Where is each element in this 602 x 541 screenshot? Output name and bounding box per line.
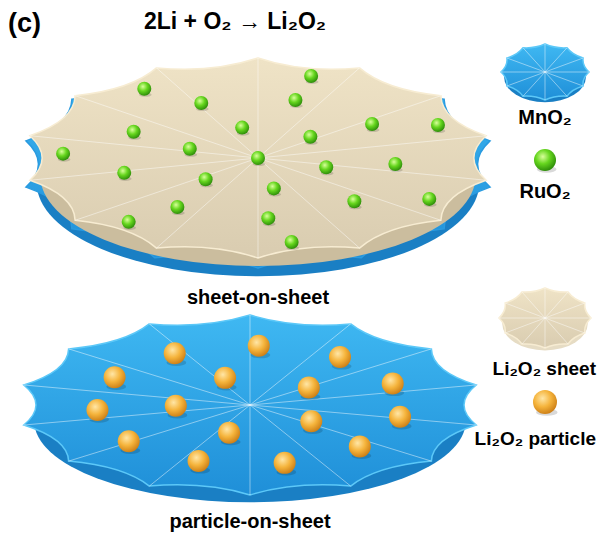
ruo2-dot <box>183 142 197 156</box>
li2o2-particle <box>188 450 210 472</box>
caption-label: particle-on-sheet <box>169 510 330 533</box>
ruo2-dot <box>285 235 299 249</box>
fold-line <box>258 158 486 180</box>
li2o2-particle <box>218 422 240 444</box>
li2o2-particle <box>104 366 126 388</box>
fold-line <box>545 318 591 319</box>
ruo2-dot <box>251 151 265 165</box>
ruo2-dot <box>194 96 208 110</box>
ruo2-dot <box>267 181 281 195</box>
ruo2-dot <box>388 157 402 171</box>
ruo2-dot <box>122 215 136 229</box>
fold-line <box>258 58 259 158</box>
li2o2-particle <box>118 430 140 452</box>
fold-line <box>250 324 351 405</box>
fold-line <box>156 158 258 248</box>
li2o2-particle <box>274 452 296 474</box>
fold-line <box>545 58 583 72</box>
fold-line <box>258 136 486 158</box>
panel-label: (c) <box>8 8 41 39</box>
fold-line <box>250 385 476 405</box>
fold-line <box>545 72 546 100</box>
legend-label: RuO₂ <box>519 180 570 203</box>
fold-line <box>499 318 545 319</box>
fold-line <box>250 405 351 486</box>
li2o2-particle-icon <box>533 390 557 414</box>
ruo2-dot <box>127 125 141 139</box>
li2o2-particle <box>165 395 187 417</box>
legend-label: Li₂O₂ particle <box>475 428 596 450</box>
fold-line <box>522 292 545 318</box>
ruo2-dot <box>170 200 184 214</box>
li2o2-particle <box>298 376 320 398</box>
li2o2-particle <box>389 406 411 428</box>
ruo2-dot <box>347 194 361 208</box>
fold-line <box>545 318 546 348</box>
ruo2-dot <box>304 69 318 83</box>
legend-label: Li₂O₂ sheet <box>493 358 596 380</box>
fold-line <box>545 44 546 72</box>
li2o2-particle <box>382 372 404 394</box>
fold-line <box>258 68 360 158</box>
fold-line <box>545 72 589 73</box>
li2o2-sheet <box>30 58 486 258</box>
mno2-icon <box>501 44 589 100</box>
fold-line <box>156 68 258 158</box>
fold-line <box>24 405 250 425</box>
fold-line <box>30 158 258 180</box>
reaction-equation: 2Li + O₂ → Li₂O₂ <box>144 8 326 34</box>
fold-line <box>507 72 545 86</box>
li2o2-sheet-icon <box>499 288 591 348</box>
ruo2-dot <box>422 192 436 206</box>
fold-line <box>250 315 251 405</box>
li2o2-particle <box>164 342 186 364</box>
ruo2-dot <box>319 160 333 174</box>
fold-line <box>258 158 360 248</box>
li2o2-particle <box>86 399 108 421</box>
fold-line <box>250 405 431 461</box>
ruo2-dot <box>365 117 379 131</box>
fold-line <box>501 72 545 73</box>
fold-line <box>545 318 568 344</box>
ruo2-dot <box>199 172 213 186</box>
fold-line <box>258 158 259 258</box>
li2o2-particle <box>214 367 236 389</box>
fold-line <box>149 324 250 405</box>
fold-line <box>505 318 545 333</box>
ruo2-dot <box>288 93 302 107</box>
fold-line <box>69 349 250 405</box>
ruo2-dot <box>431 118 445 132</box>
li2o2-particle <box>300 410 322 432</box>
fold-line <box>149 405 250 486</box>
li2o2-particle <box>248 335 270 357</box>
caption-label: sheet-on-sheet <box>187 286 329 309</box>
ruo2-dot <box>137 82 151 96</box>
fold-line <box>545 288 546 318</box>
fold-line <box>545 72 567 96</box>
fold-line <box>250 405 251 495</box>
fold-line <box>545 303 585 318</box>
legend-label: MnO₂ <box>518 106 571 129</box>
ruo2-icon <box>534 149 556 171</box>
ruo2-dot <box>56 147 70 161</box>
ruo2-dot <box>235 121 249 135</box>
ruo2-dot <box>261 211 275 225</box>
fold-line <box>75 96 258 158</box>
mno2-sheet <box>24 315 476 495</box>
ruo2-dot <box>303 130 317 144</box>
li2o2-particle <box>329 346 351 368</box>
li2o2-particle <box>349 435 371 457</box>
fold-line <box>258 158 441 220</box>
fold-line <box>523 48 545 72</box>
ruo2-dot <box>117 166 131 180</box>
